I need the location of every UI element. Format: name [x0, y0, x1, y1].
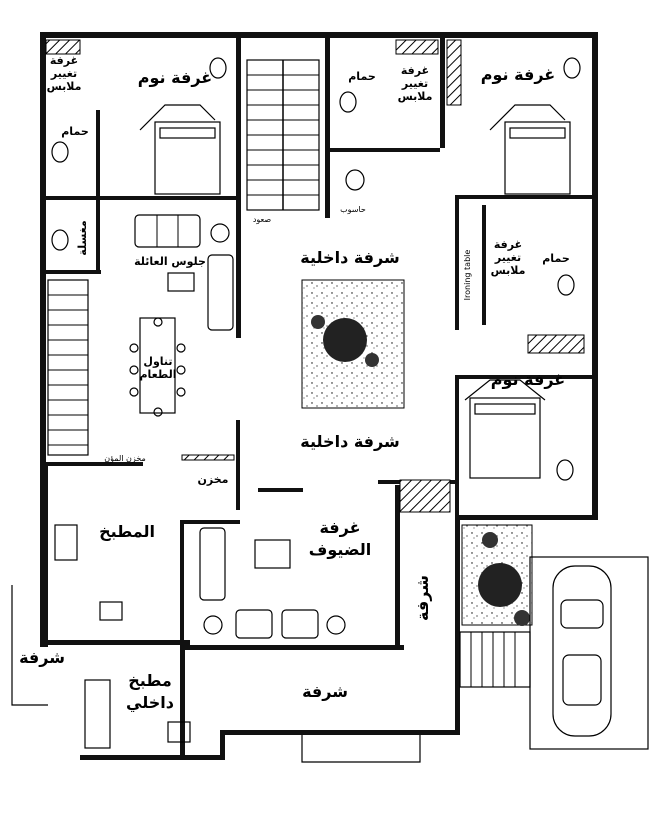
guest-sofa	[199, 527, 346, 639]
label-bath-2: حمام	[348, 70, 376, 83]
closet-hatch-3	[45, 39, 81, 55]
label-dining-a: تناول	[143, 355, 172, 368]
label-inner-kitchen-a: مطبخ	[128, 671, 172, 690]
label-kitchen: المطبخ	[99, 522, 155, 541]
label-closet-3c: ملابس	[491, 264, 526, 277]
label-closet-1a: غرفة	[50, 54, 78, 67]
left-vents	[47, 279, 89, 456]
room-labels: غرفة نوم غرفة تغيير ملابس حمام مغسلة جلو…	[19, 54, 570, 713]
label-bath-1: حمام	[61, 125, 89, 138]
label-closet-2a: غرفة	[401, 64, 429, 77]
label-front-balcony: شرفة	[302, 682, 348, 701]
label-bedroom-2: غرفة نوم	[481, 65, 555, 84]
closet-hatch-5	[399, 479, 451, 513]
label-pantry: مخزن المؤن	[104, 454, 146, 463]
label-side-balcony: شرفة	[413, 575, 432, 621]
label-bedroom-3: غرفة نوم	[491, 370, 565, 389]
label-sink: مغسلة	[76, 220, 89, 255]
closet-hatch-6	[181, 454, 235, 461]
label-left-balcony: شرفة	[19, 648, 65, 667]
dining-table	[129, 317, 186, 417]
label-inner-balcony-1: شرفة داخلية	[300, 248, 399, 267]
entrance-steps	[459, 631, 531, 688]
label-closet-2b: تغيير	[401, 77, 428, 90]
outdoor-garden	[461, 524, 533, 626]
carport	[529, 556, 649, 750]
bed-3	[464, 379, 546, 479]
label-closet-3a: غرفة	[494, 238, 522, 251]
bed-1	[139, 104, 221, 195]
label-stairs-up: صعود	[253, 215, 272, 224]
family-sofa	[134, 214, 234, 331]
interior-walls	[46, 38, 592, 650]
inner-courtyard	[301, 279, 405, 409]
toilets	[51, 57, 581, 481]
stairs	[246, 59, 320, 211]
balcony-rails	[11, 585, 421, 763]
label-guest-b: الضيوف	[309, 540, 371, 559]
label-closet-1c: ملابس	[47, 80, 82, 93]
label-bedroom-1: غرفة نوم	[138, 68, 212, 87]
label-family-sitting: جلوس العائلة	[134, 255, 206, 268]
label-inner-kitchen-b: داخلي	[126, 693, 174, 713]
closet-hatch-4	[527, 334, 585, 354]
closet-hatch-2	[446, 39, 462, 106]
label-storage: مخزن	[198, 473, 229, 486]
label-ironing: Ironing table	[463, 250, 472, 301]
outer-walls	[40, 32, 598, 760]
closet-hatch-1	[395, 39, 439, 55]
label-closet-1b: تغيير	[50, 67, 77, 80]
label-dining-b: الطعام	[139, 368, 176, 381]
bed-2	[489, 104, 571, 195]
label-computer: حاسوب	[340, 205, 366, 214]
label-bath-3: حمام	[542, 252, 570, 265]
label-closet-2c: ملابس	[398, 90, 433, 103]
label-guest-a: غرفة	[319, 518, 360, 537]
label-inner-balcony-2: شرفة داخلية	[300, 432, 399, 451]
label-closet-3b: تغيير	[494, 251, 521, 264]
kitchen-fixtures	[54, 524, 191, 749]
